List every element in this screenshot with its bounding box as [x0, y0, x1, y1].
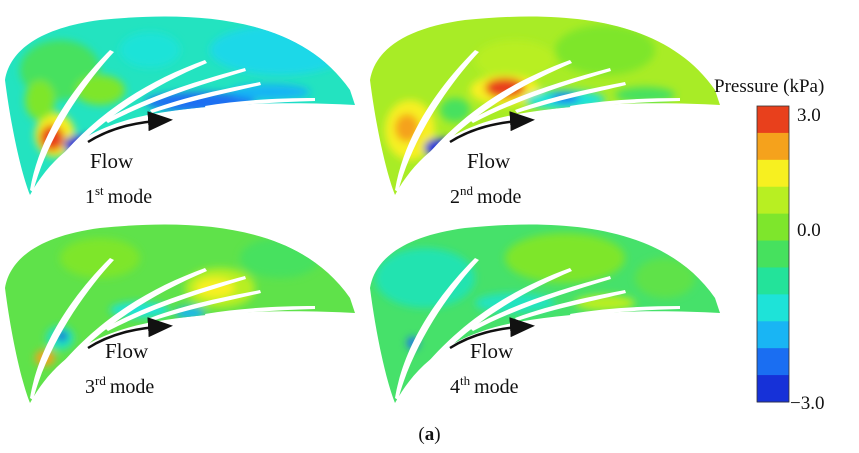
- flow-arrow: [87, 317, 173, 350]
- colorbar-cell: [757, 375, 789, 403]
- colorbar-cell: [757, 240, 789, 268]
- colorbar-cell: [757, 106, 789, 134]
- flow-arrow: [449, 111, 535, 144]
- blades: [395, 258, 680, 400]
- colorbar-max-label: 3.0: [797, 105, 821, 126]
- blades: [395, 50, 680, 192]
- colorbar-min-label: −3.0: [790, 393, 824, 414]
- colorbar-cell: [757, 132, 789, 161]
- colorbar-cell: [757, 213, 789, 242]
- blades: [30, 258, 315, 400]
- flow-label: Flow: [90, 149, 134, 173]
- flow-label: Flow: [467, 149, 511, 173]
- colorbar-cells: [757, 106, 789, 403]
- colorbar-cell: [757, 159, 789, 188]
- flow-label: Flow: [105, 339, 149, 363]
- colorbar-mid-label: 0.0: [797, 220, 821, 241]
- colorbar: Pressure (kPa) 3.0 0.0 −3.0: [714, 76, 824, 414]
- colorbar-frame: [756, 105, 790, 403]
- colorbar-cell: [757, 348, 789, 376]
- colorbar-title: Pressure (kPa): [714, 76, 824, 97]
- colorbar-cell: [757, 186, 789, 215]
- figure-caption: (a): [418, 424, 441, 445]
- colorbar-cell: [757, 294, 789, 322]
- colorbar-cell: [757, 321, 789, 349]
- flow-label: Flow: [470, 339, 514, 363]
- flow-arrow: [87, 111, 173, 144]
- blades: [30, 50, 315, 192]
- flow-arrow: [449, 317, 535, 350]
- colorbar-cell: [757, 267, 789, 295]
